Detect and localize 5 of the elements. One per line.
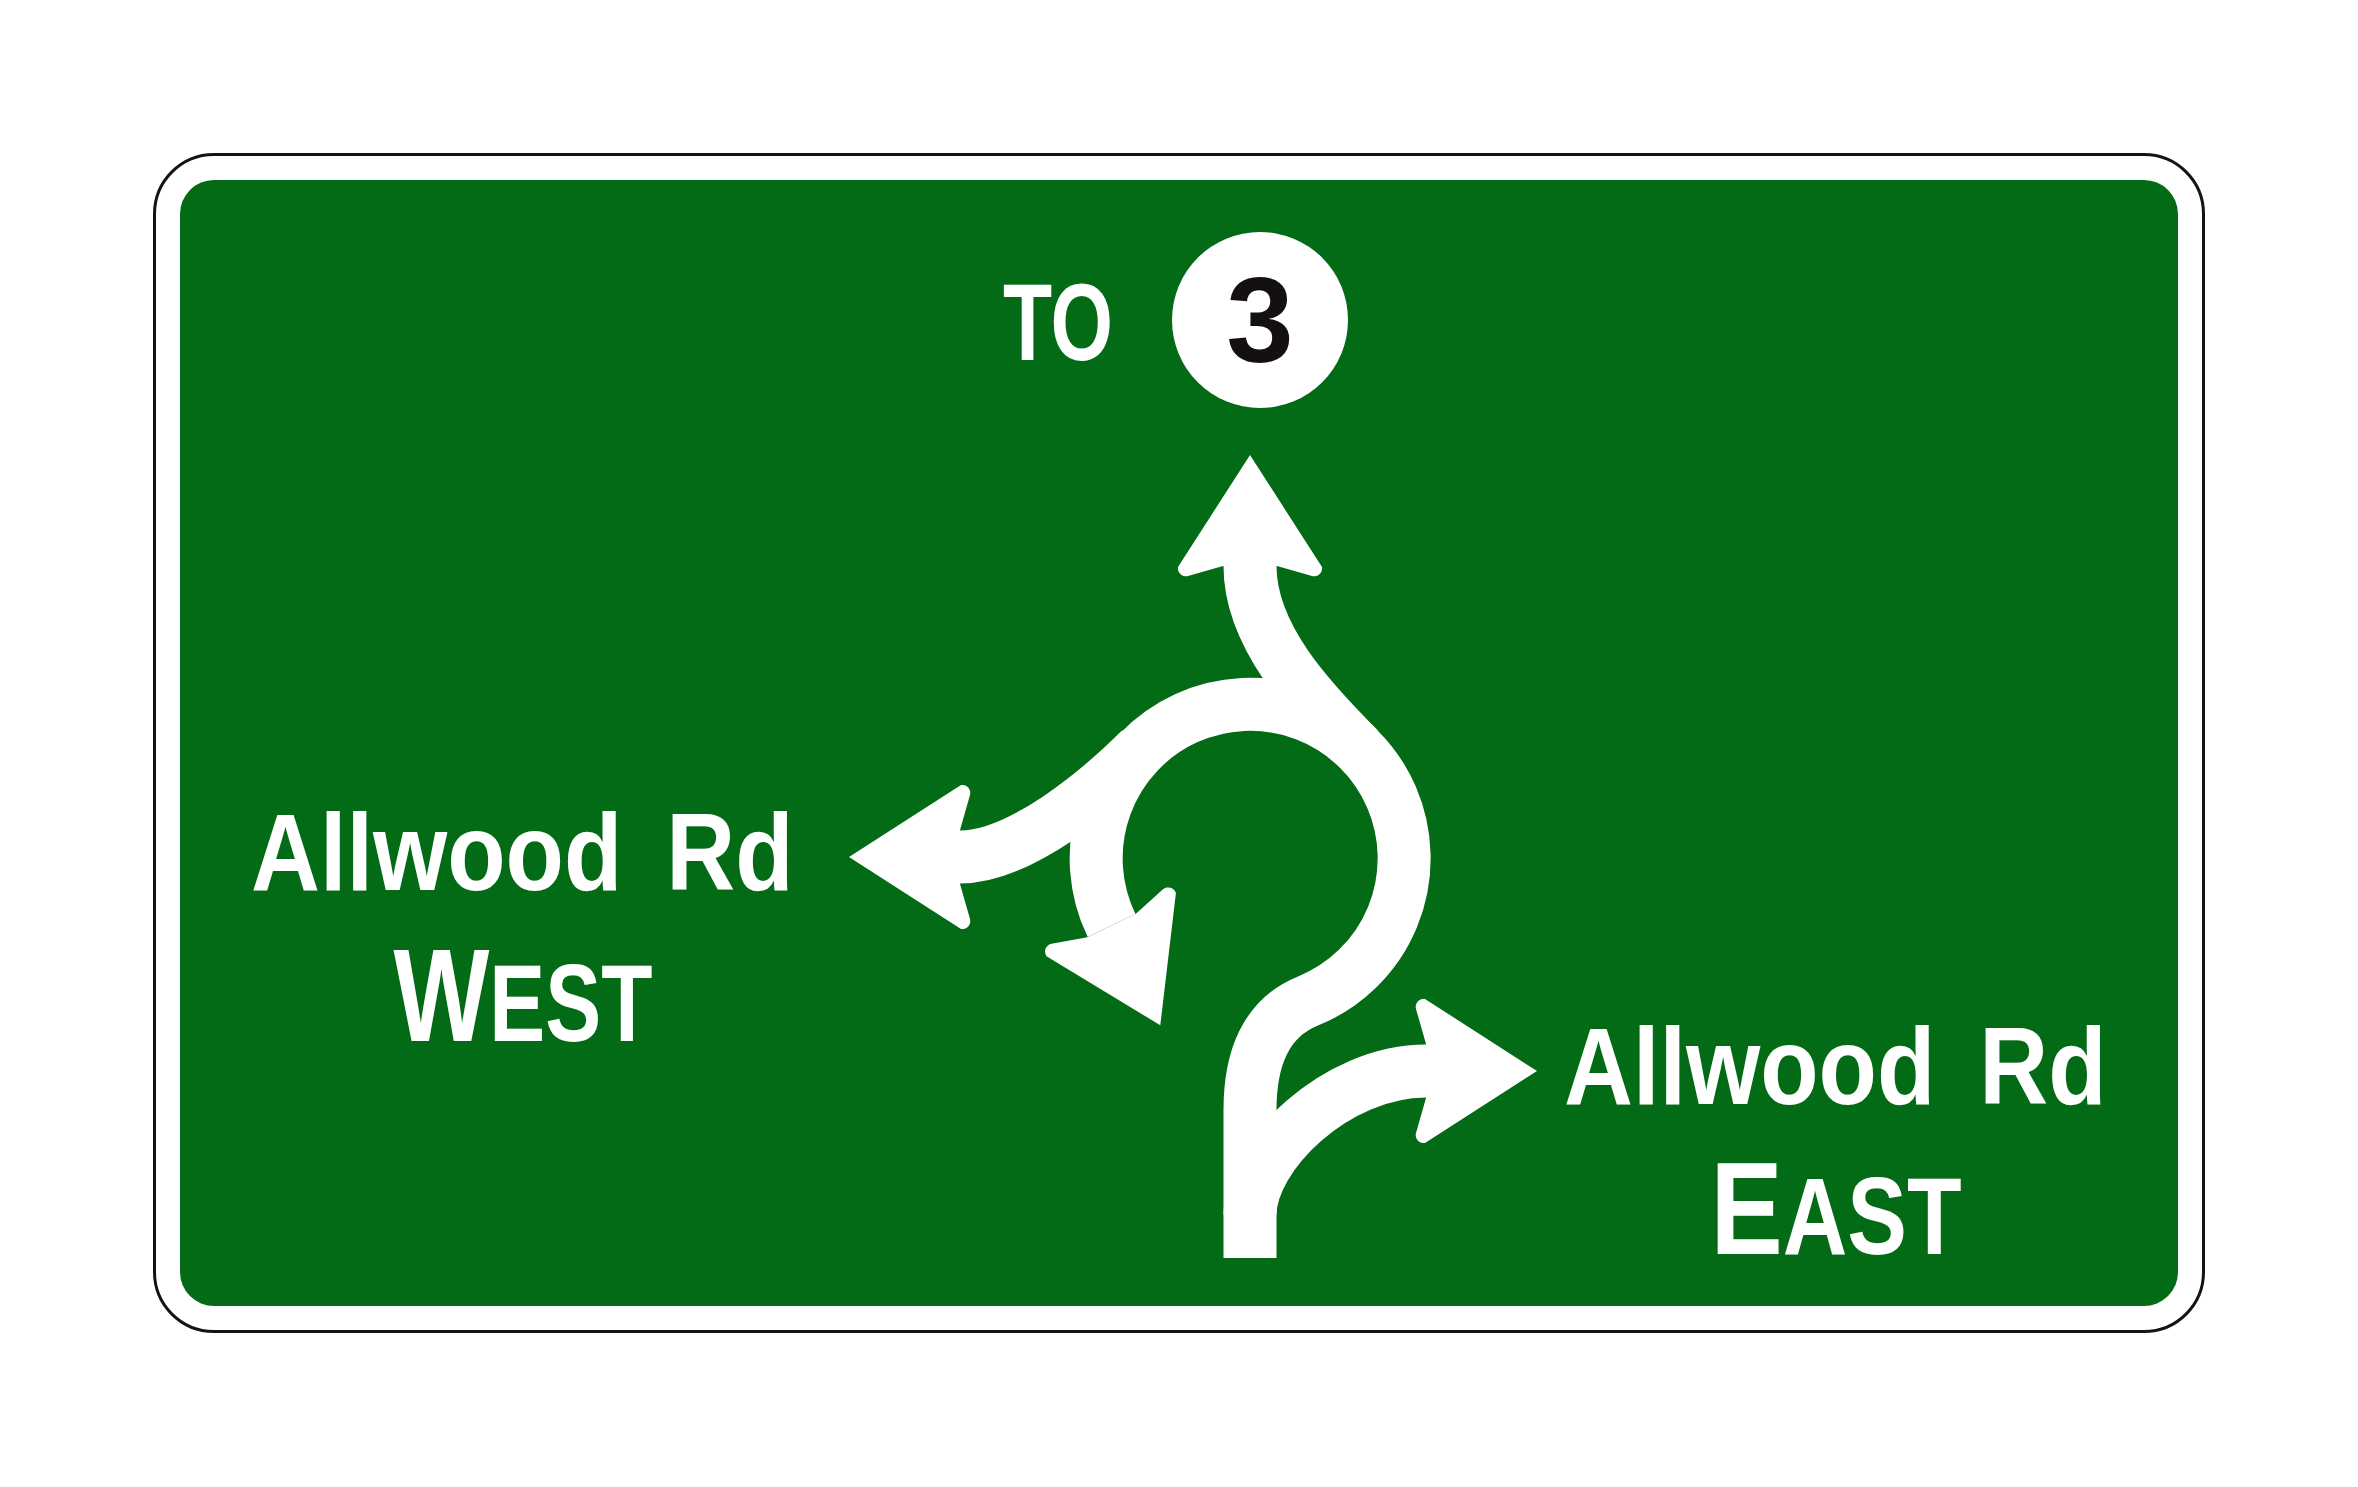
road-name-label: Allwood Rd [1564, 1012, 2107, 1121]
direction-label: WEST [393, 941, 653, 1058]
route-prefix-label: TO [1003, 267, 1114, 377]
road-name-label: Allwood Rd [251, 798, 794, 907]
direction-label: EAST [1710, 1154, 1962, 1271]
